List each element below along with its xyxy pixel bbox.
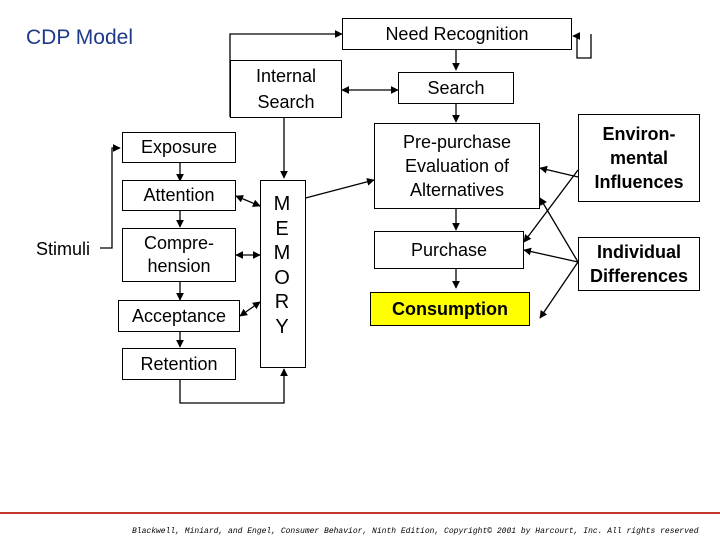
page-title: CDP Model (26, 26, 133, 49)
arrow-env-to-purchase (523, 169, 579, 243)
arrow-individual-to-consumption (539, 261, 579, 319)
footer-rule (0, 512, 720, 514)
retention-box: Retention (122, 348, 236, 380)
consumption-label: Consumption (392, 298, 508, 319)
internal-search-label: Internal Search (255, 66, 317, 112)
attention-box: Attention (122, 180, 236, 211)
stimuli-label: Stimuli (35, 238, 90, 259)
arrow-memory-to-prepurchase (297, 178, 375, 201)
arrow-attention-memory (235, 195, 261, 207)
arrow-individual-to-purchase (523, 247, 579, 263)
acceptance-box: Acceptance (118, 300, 240, 332)
arrow-individual-to-prepurchase (539, 197, 579, 263)
memory-box (260, 180, 306, 368)
arrow-acceptance-memory (239, 301, 261, 317)
individual-differences-box: Individual Differences (578, 237, 700, 291)
memory-letter-o: O (274, 267, 290, 289)
memory-letter-m1: M (273, 193, 291, 215)
exposure-label: Exposure (140, 137, 218, 157)
comprehension-box: Compre-hension (122, 228, 236, 282)
pre-purchase-box: Pre-purchase Evaluation of Alternatives (374, 123, 540, 209)
arrow-env-to-prepurchase (539, 165, 579, 178)
pre-purchase-label: Pre-purchase Evaluation of Alternatives (402, 132, 512, 200)
acceptance-label: Acceptance (131, 305, 227, 326)
memory-letter-r: R (274, 291, 290, 313)
retention-label: Retention (140, 353, 218, 374)
attention-label: Attention (143, 185, 215, 205)
need-recognition-label: Need Recognition (385, 23, 529, 44)
purchase-label: Purchase (410, 239, 488, 260)
exposure-box: Exposure (122, 132, 236, 163)
copyright-credit: Blackwell, Miniard, and Engel, Consumer … (132, 527, 699, 536)
search-box: Search (398, 72, 514, 104)
search-label: Search (427, 77, 485, 98)
purchase-box: Purchase (374, 231, 524, 269)
right-loop-need-recognition (572, 32, 592, 59)
retention-loop (179, 368, 288, 404)
environmental-influences-box: Environ-mental Influences (578, 114, 700, 202)
memory-letter-e: E (275, 218, 289, 240)
consumption-box: Consumption (370, 292, 530, 326)
memory-letter-y: Y (275, 316, 289, 338)
environmental-influences-label: Environ-mental Influences (594, 124, 684, 192)
comprehension-label: Compre-hension (143, 233, 214, 276)
memory-letter-m2: M (273, 242, 291, 264)
internal-search-box: Internal Search (230, 60, 342, 118)
stimuli-bracket (100, 144, 121, 249)
individual-differences-label: Individual Differences (589, 242, 689, 286)
need-recognition-box: Need Recognition (342, 18, 572, 50)
